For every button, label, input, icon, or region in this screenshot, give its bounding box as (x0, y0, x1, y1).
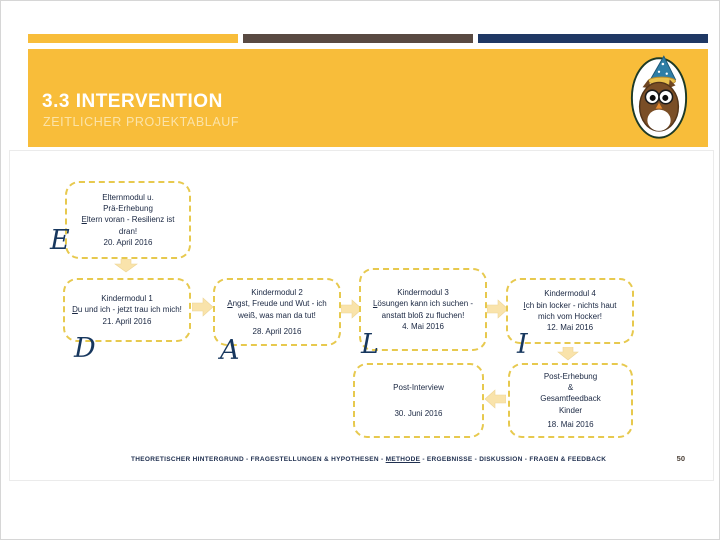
mnemonic-letter-d: D (74, 333, 96, 364)
flow-box-post-interview: Post-Interview 30. Juni 2016 (353, 363, 484, 438)
motto-rest: ngst, Freude und Wut - ich weiß, was man… (232, 299, 327, 320)
content-frame (9, 150, 714, 481)
accent-bar-navy (478, 34, 708, 43)
flow-box-kindermodul-3: Kindermodul 3 Lösungen kann ich suchen -… (359, 268, 487, 351)
accent-bar-gold (28, 34, 238, 43)
arrow-right-icon (191, 297, 214, 322)
box-line: Post-Erhebung (543, 371, 598, 381)
box-line: Kinder (558, 405, 583, 415)
flow-box-elternmodul: Elternmodul u. Prä-Erhebung Eltern voran… (65, 181, 191, 259)
title-banner: 3.3 INTERVENTION ZEITLICHER PROJEKTABLAU… (28, 49, 708, 147)
box-date: 12. Mai 2016 (546, 323, 594, 333)
slide-title: 3.3 INTERVENTION (42, 91, 223, 112)
box-line: & (567, 382, 574, 392)
footer-active-section: METHODE (385, 456, 421, 463)
box-line: Gesamtfeedback (540, 394, 601, 404)
box-date: 30. Juni 2016 (394, 408, 443, 418)
box-motto: Lösungen kann ich suchen - anstatt bloß … (371, 298, 475, 321)
mnemonic-letter-e: E (50, 225, 70, 256)
flow-box-kindermodul-2: Kindermodul 2 Angst, Freude und Wut - ic… (213, 278, 341, 346)
box-line: Prä-Erhebung (103, 203, 153, 213)
box-date: 20. April 2016 (103, 238, 153, 248)
box-title: Post-Interview (393, 383, 444, 393)
flow-box-kindermodul-1: Kindermodul 1 Du und ich - jetzt trau ic… (63, 278, 191, 342)
box-date: 18. Mai 2016 (547, 420, 594, 430)
arrow-left-icon (484, 389, 507, 414)
arrow-down-icon (557, 346, 579, 366)
box-title: Kindermodul 4 (544, 289, 596, 299)
page-number: 50 (676, 454, 685, 463)
motto-initial: A (227, 299, 233, 309)
box-date: 21. April 2016 (102, 316, 152, 326)
mnemonic-letter-l: L (361, 329, 379, 360)
mnemonic-letter-a: A (220, 335, 240, 366)
mnemonic-letter-i: I (517, 329, 528, 360)
motto-initial: D (72, 305, 78, 315)
box-title: Kindermodul 1 (101, 293, 153, 303)
arrow-right-icon (486, 299, 509, 324)
motto-rest: ch bin locker - nichts haut mich vom Hoc… (525, 300, 617, 321)
box-line: Elternmodul u. (102, 192, 154, 202)
box-motto: Du und ich - jetzt trau ich mich! (71, 304, 183, 315)
motto-initial: E (81, 215, 87, 225)
flow-box-kindermodul-4: Kindermodul 4 Ich bin locker - nichts ha… (506, 278, 634, 344)
slide-subtitle: ZEITLICHER PROJEKTABLAUF (43, 115, 240, 129)
motto-rest: u und ich - jetzt trau ich mich! (77, 305, 182, 315)
box-motto: Ich bin locker - nichts haut mich vom Ho… (514, 300, 626, 323)
box-title: Kindermodul 2 (251, 287, 303, 297)
flow-box-post-erhebung: Post-Erhebung & Gesamtfeedback Kinder 18… (508, 363, 633, 438)
motto-initial: I (523, 300, 526, 310)
box-title: Kindermodul 3 (397, 287, 449, 297)
arrow-down-icon (114, 258, 138, 278)
box-motto: Eltern voran - Resilienz ist dran! (73, 214, 183, 237)
accent-bar-brown (243, 34, 473, 43)
owl-wizard-mascot-icon (628, 51, 690, 146)
motto-rest: ösungen kann ich suchen - anstatt bloß z… (377, 299, 474, 320)
arrow-right-icon (340, 299, 363, 324)
box-date: 28. April 2016 (252, 326, 302, 336)
motto-initial: L (372, 299, 378, 309)
footer-segment: - ERGEBNISSE - DISKUSSION - FRAGEN & FEE… (420, 456, 607, 463)
footer-breadcrumb: THEORETISCHER HINTERGRUND - FRAGESTELLUN… (131, 456, 606, 463)
motto-rest: ltern voran - Resilienz ist dran! (86, 215, 175, 236)
box-motto: Angst, Freude und Wut - ich weiß, was ma… (221, 298, 333, 321)
box-date: 4. Mai 2016 (402, 321, 444, 331)
footer-segment: THEORETISCHER HINTERGRUND - FRAGESTELLUN… (131, 456, 386, 463)
